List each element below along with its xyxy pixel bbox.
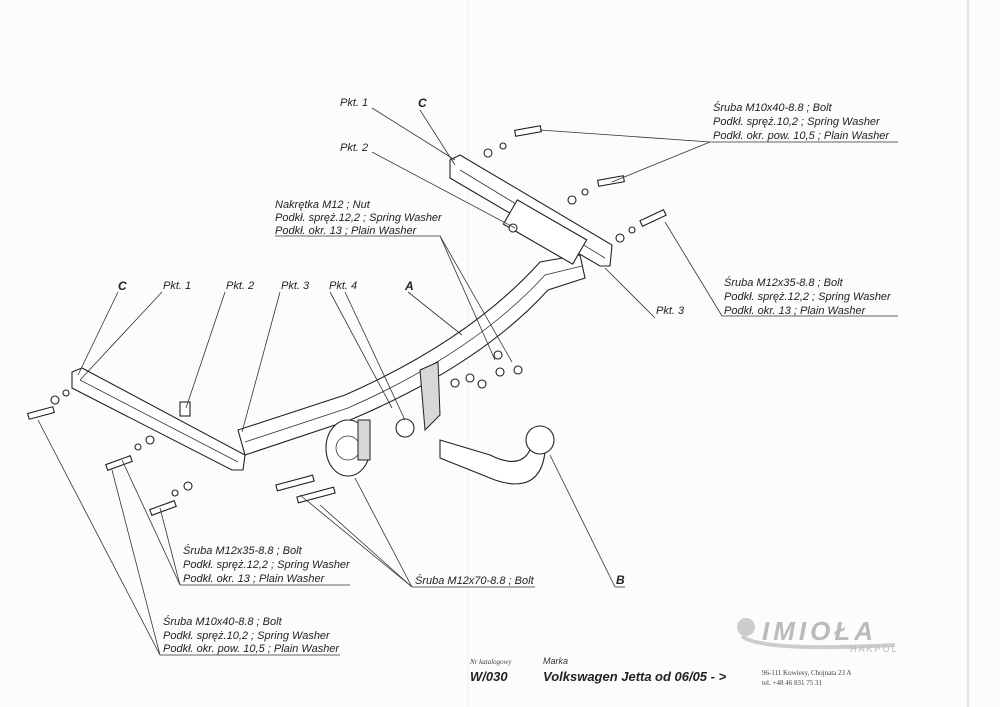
logo-text: IMIOŁA xyxy=(762,616,877,646)
make-model: Volkswagen Jetta xyxy=(543,669,652,684)
bolt xyxy=(514,125,542,137)
label-b: B xyxy=(616,573,625,587)
leader-lines xyxy=(37,107,898,656)
m10-bolt-line2: Podkł. spręż.10,2 ; Spring Washer xyxy=(163,630,331,642)
top-right-bolt-line2: Podkł. spręż.10,2 ; Spring Washer xyxy=(713,116,881,128)
bottom-mid-bolt-label: Śruba M12x70-8.8 ; Bolt xyxy=(415,574,535,587)
label-pkt2-top: Pkt. 2 xyxy=(340,142,368,154)
title-block: Nr katalogowy W/030 Marka Volkswagen Jet… xyxy=(469,616,899,687)
fasteners xyxy=(26,125,667,516)
m10-bolt-line3: Podkł. okr. pow. 10,5 ; Plain Washer xyxy=(163,643,340,655)
right-bolt-line3: Podkł. okr. 13 ; Plain Washer xyxy=(724,305,867,317)
main-crossbar-a xyxy=(237,199,588,456)
top-right-bolt-line1: Śruba M10x40-8.8 ; Bolt xyxy=(713,101,833,114)
tow-ball-b xyxy=(395,418,555,485)
company-phone: tel. +48 46 831 75 31 xyxy=(762,679,822,687)
label-c-top: C xyxy=(418,96,427,110)
m10-bolt-line1: Śruba M10x40-8.8 ; Bolt xyxy=(163,615,283,628)
make-label: Marka xyxy=(543,656,568,666)
nut-label-line2: Podkł. spręż.12,2 ; Spring Washer xyxy=(275,212,443,224)
socket-plate xyxy=(325,361,441,477)
left-bracket xyxy=(71,367,246,471)
label-a: A xyxy=(404,279,414,293)
nut-label-line1: Nakrętka M12 ; Nut xyxy=(275,199,371,211)
label-c-left: C xyxy=(118,279,127,293)
label-pkt4: Pkt. 4 xyxy=(329,280,357,292)
label-pkt3-right: Pkt. 3 xyxy=(656,305,685,317)
label-pkt1-left: Pkt. 1 xyxy=(163,280,191,292)
company-address: 96-111 Kowiesy, Chojnata 23 A xyxy=(762,669,851,677)
label-pkt1-top: Pkt. 1 xyxy=(340,97,368,109)
catalog-number-label: Nr katalogowy xyxy=(469,658,512,666)
bottom-left-bolt-line1: Śruba M12x35-8.8 ; Bolt xyxy=(183,544,303,557)
label-pkt2-left: Pkt. 2 xyxy=(226,280,254,292)
label-pkt3-left: Pkt. 3 xyxy=(281,280,310,292)
production-from: od 06/05 - > xyxy=(655,669,727,684)
logo-subtext: HAKPOL xyxy=(850,644,899,654)
right-bolt-line1: Śruba M12x35-8.8 ; Bolt xyxy=(724,276,844,289)
top-right-bolt-line3: Podkł. okr. pow. 10,5 ; Plain Washer xyxy=(713,130,890,142)
right-bolt-line2: Podkł. spręż.12,2 ; Spring Washer xyxy=(724,291,892,303)
nut-label-line3: Podkł. okr. 13 ; Plain Washer xyxy=(275,225,418,237)
imiola-logo: IMIOŁA HAKPOL xyxy=(737,616,899,654)
bottom-left-bolt-line3: Podkł. okr. 13 ; Plain Washer xyxy=(183,573,326,585)
bottom-left-bolt-line2: Podkł. spręż.12,2 ; Spring Washer xyxy=(183,559,351,571)
catalog-number: W/030 xyxy=(470,669,508,684)
